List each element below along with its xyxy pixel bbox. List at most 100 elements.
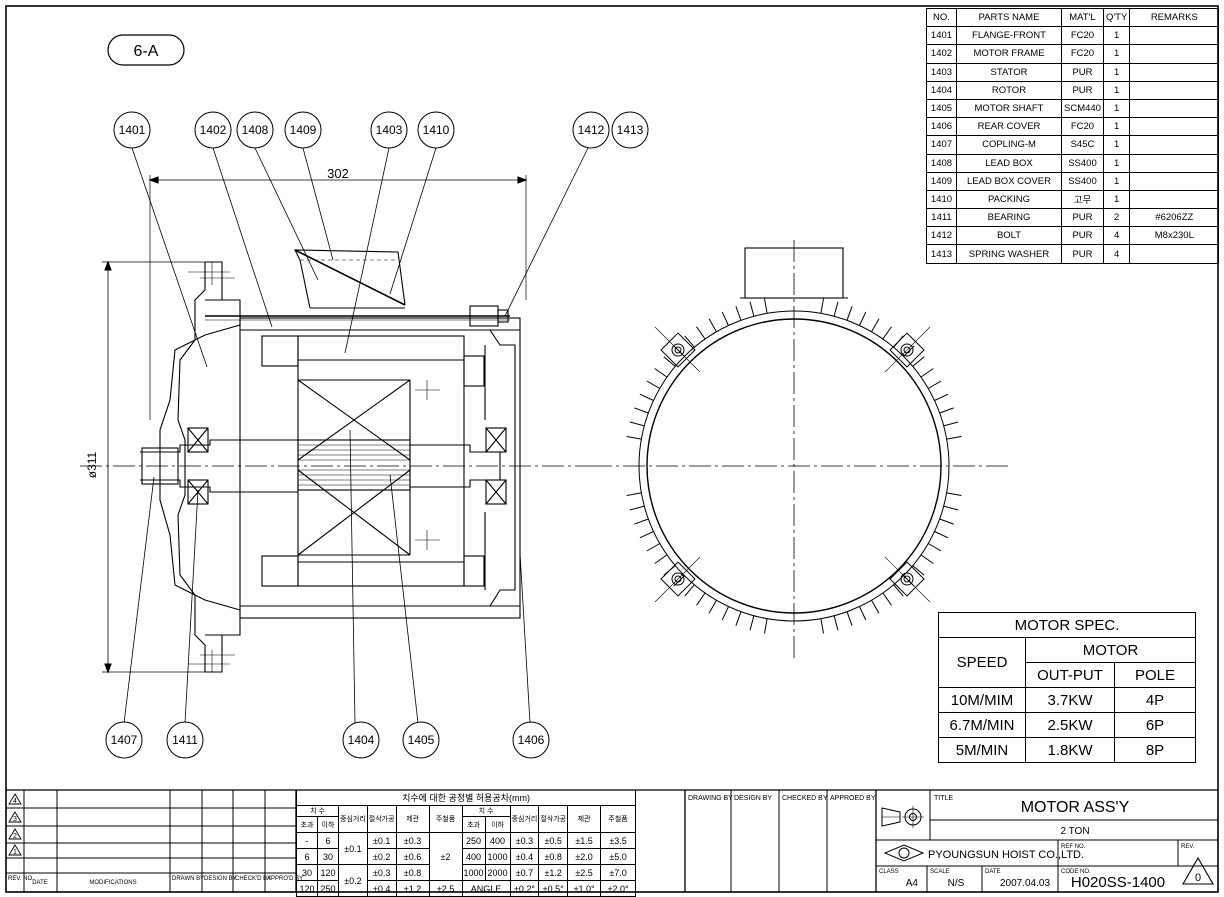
pole-label: POLE bbox=[1114, 662, 1196, 688]
parts-header-remarks: REMARKS bbox=[1129, 7, 1220, 28]
design-by-header: DESIGN BY bbox=[204, 876, 237, 882]
width-dimension: 302 bbox=[327, 166, 349, 181]
tol-cell: ±0.1 bbox=[366, 832, 397, 849]
part-name: REAR COVER bbox=[956, 117, 1062, 137]
ref-no-label: REF NO. bbox=[1061, 844, 1086, 850]
part-qty: 1 bbox=[1102, 62, 1131, 82]
balloon-1407: 1407 bbox=[111, 733, 138, 747]
tol-head-cast-l: 주철품 bbox=[428, 805, 463, 833]
part-name: COPLING-M bbox=[956, 135, 1062, 155]
checked-by-label: CHECKED BY bbox=[782, 795, 828, 802]
tol-cell: 6 bbox=[317, 832, 339, 849]
spec-speed: 5M/MIN bbox=[938, 737, 1026, 763]
tolerance-title: 치수에 대한 공정별 허용공차(mm) bbox=[295, 790, 637, 806]
tol-head-size-r: 치 수 bbox=[461, 805, 511, 817]
part-qty: 1 bbox=[1102, 189, 1131, 210]
balloon-1402: 1402 bbox=[200, 123, 227, 137]
parts-header-material: MAT'L bbox=[1061, 7, 1104, 28]
tol-cell: ±5.0 bbox=[600, 848, 637, 865]
part-no: 1404 bbox=[926, 80, 957, 100]
tol-cell: ±7.0 bbox=[600, 864, 637, 881]
part-material: SS400 bbox=[1061, 153, 1104, 173]
tol-cell: ±2.0° bbox=[600, 880, 637, 897]
tol-cell: ±0.3 bbox=[366, 864, 397, 881]
tolerance-row: 120 250 ±0.4 ±1.2 ±2.5 ANGLE ±0.2° ±0.5°… bbox=[296, 880, 637, 897]
balloon-1401: 1401 bbox=[119, 123, 146, 137]
tol-head-cast-r: 주철품 bbox=[600, 805, 637, 833]
tol-head-size-l: 치 수 bbox=[296, 805, 339, 817]
part-material: PUR bbox=[1061, 226, 1104, 246]
rev-value: 0 bbox=[1195, 872, 1201, 884]
tol-sub-over-r: 초과 bbox=[461, 816, 486, 833]
parts-header-name: PARTS NAME bbox=[956, 7, 1062, 28]
part-remarks bbox=[1129, 135, 1220, 155]
part-name: PACKING bbox=[956, 189, 1062, 210]
part-no: 1401 bbox=[926, 26, 957, 46]
spec-speed: 6.7M/MIN bbox=[938, 712, 1026, 738]
part-material: PUR bbox=[1061, 62, 1104, 82]
tol-cell: ±2.0 bbox=[567, 848, 602, 865]
part-name: STATOR bbox=[956, 62, 1062, 82]
part-no: 1406 bbox=[926, 117, 957, 137]
title-label: TITLE bbox=[934, 795, 953, 802]
part-material: PUR bbox=[1061, 80, 1104, 100]
part-material: PUR bbox=[1061, 244, 1104, 264]
part-qty: 1 bbox=[1102, 135, 1131, 155]
end-view bbox=[590, 240, 1010, 660]
part-remarks bbox=[1129, 26, 1220, 46]
part-no: 1407 bbox=[926, 135, 957, 155]
part-qty: 1 bbox=[1102, 117, 1131, 137]
tol-cell: 120 bbox=[296, 880, 318, 897]
tol-cell: ±0.2° bbox=[509, 880, 540, 897]
tol-cell: 2000 bbox=[484, 864, 511, 881]
part-material: FC20 bbox=[1061, 26, 1104, 46]
balloon-1411: 1411 bbox=[172, 733, 198, 747]
part-remarks bbox=[1129, 171, 1220, 191]
rev-mark-4: 4 bbox=[13, 798, 17, 805]
part-qty: 1 bbox=[1102, 153, 1131, 173]
tol-cell: ±0.5 bbox=[538, 832, 569, 849]
part-material: FC20 bbox=[1061, 44, 1104, 64]
tolerance-row: 30 120 ±0.2 ±0.3 ±0.8 1000 2000 ±0.7 ±1.… bbox=[296, 864, 637, 897]
diameter-dimension: ø311 bbox=[85, 451, 99, 478]
drawing-by-label: DRAWING BY bbox=[688, 795, 733, 802]
drawn-by-header: DRAWN BY bbox=[172, 876, 204, 882]
spec-speed: 10M/MIM bbox=[938, 687, 1026, 713]
tol-cell: 30 bbox=[317, 848, 339, 865]
part-remarks: #6206ZZ bbox=[1129, 208, 1220, 228]
part-remarks bbox=[1129, 62, 1220, 82]
sheet-label-text: 6-A bbox=[134, 43, 159, 60]
part-material: 고무 bbox=[1061, 189, 1104, 210]
company-name: PYOUNGSUN HOIST CO.,LTD. bbox=[928, 849, 1084, 861]
part-material: PUR bbox=[1061, 208, 1104, 228]
drawing-title: MOTOR ASS'Y bbox=[1021, 799, 1130, 816]
motor-label: MOTOR bbox=[1025, 637, 1196, 663]
tol-cell: ±0.8 bbox=[538, 848, 569, 865]
part-material: FC20 bbox=[1061, 117, 1104, 137]
rev-no-header: REV. NO. bbox=[8, 876, 34, 882]
part-qty: 1 bbox=[1102, 171, 1131, 191]
date-label: DATE bbox=[985, 869, 1001, 875]
spec-pole: 6P bbox=[1114, 712, 1196, 738]
tol-cell: 30 bbox=[296, 864, 318, 881]
tol-cell: ANGLE bbox=[461, 880, 511, 897]
spec-output: 3.7KW bbox=[1025, 687, 1115, 713]
approd-by-header: APPRO'D BY bbox=[267, 876, 303, 882]
tol-head-cut-r: 절삭가공 bbox=[538, 805, 569, 833]
class-value: A4 bbox=[906, 878, 919, 889]
approved-by-label: APPROED BY bbox=[830, 795, 876, 802]
balloons-bottom bbox=[105, 721, 550, 759]
spec-pole: 8P bbox=[1114, 737, 1196, 763]
part-name: BEARING bbox=[956, 208, 1062, 228]
part-remarks bbox=[1129, 98, 1220, 119]
tol-head-fab-r: 제관 bbox=[567, 805, 602, 833]
